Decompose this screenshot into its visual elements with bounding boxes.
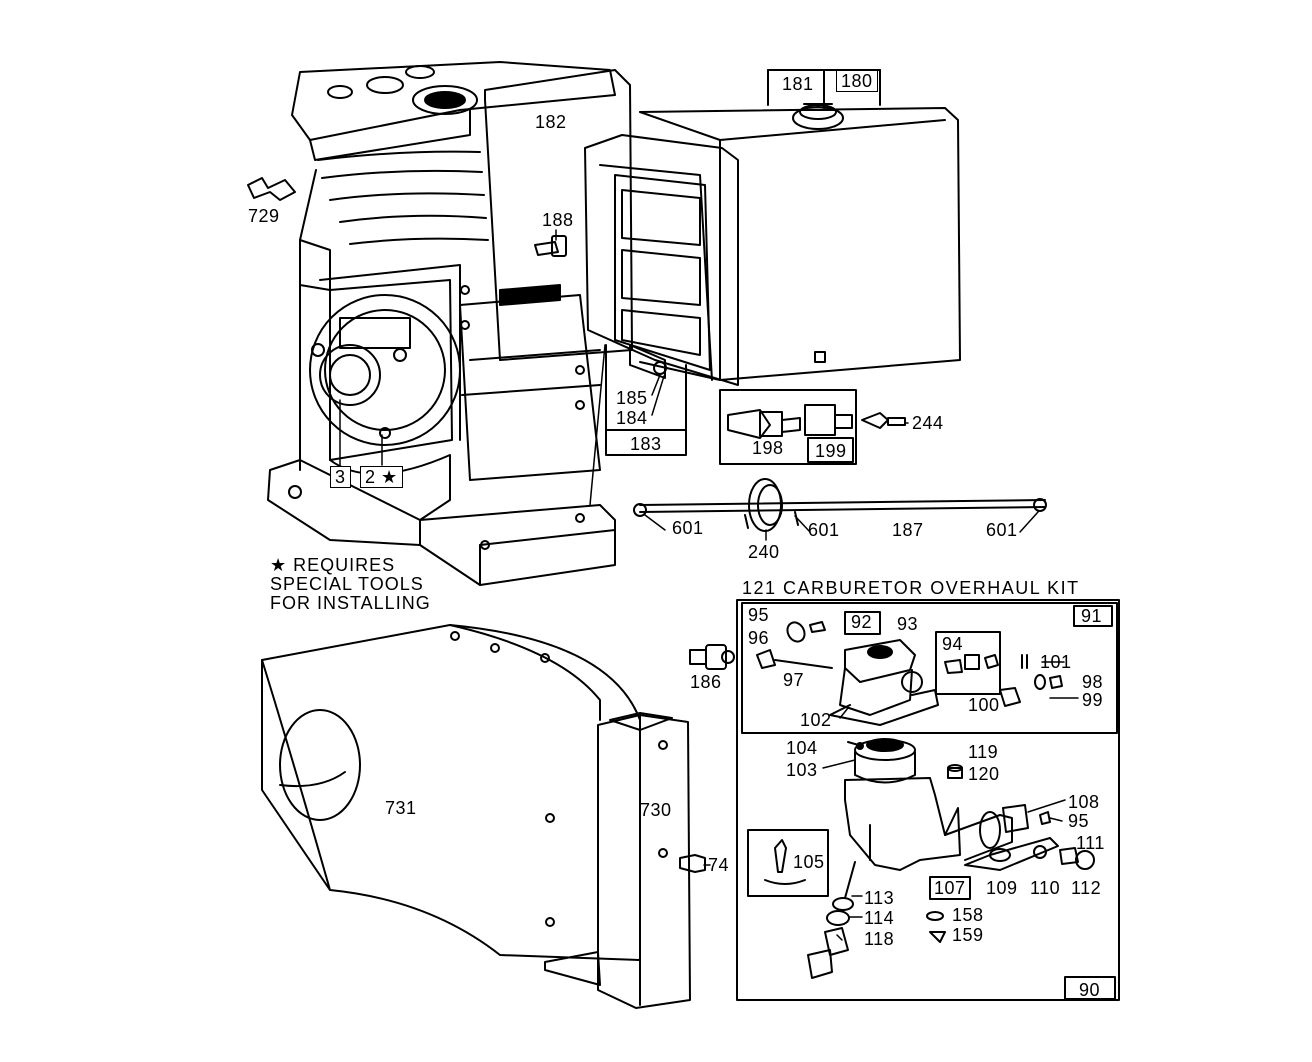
label-3: 3: [330, 466, 351, 488]
label-90: 90: [1079, 980, 1101, 1000]
label-159: 159: [952, 925, 984, 945]
label-92: 92: [851, 612, 873, 632]
label-109: 109: [986, 878, 1018, 898]
label-104: 104: [786, 738, 818, 758]
label-101: 101: [1040, 652, 1072, 672]
note-line-1: ★ REQUIRES: [270, 555, 396, 575]
label-188: 188: [542, 210, 574, 230]
air-cleaner-182: [585, 135, 738, 455]
label-93: 93: [897, 614, 919, 634]
label-182: 182: [535, 112, 567, 132]
label-111: 111: [1076, 833, 1105, 853]
label-119: 119: [968, 742, 999, 762]
label-108: 108: [1068, 792, 1100, 812]
label-100: 100: [968, 695, 1000, 715]
label-120: 120: [968, 764, 1000, 784]
special-tools-note: ★ REQUIRES SPECIAL TOOLS FOR INSTALLING: [270, 556, 431, 613]
label-98: 98: [1082, 672, 1104, 692]
label-601-middle: 601: [808, 520, 840, 540]
label-113: 113: [864, 888, 895, 908]
label-240: 240: [748, 542, 780, 562]
label-198: 198: [752, 438, 784, 458]
label-181: 181: [782, 74, 814, 94]
blower-housing-731: [262, 625, 640, 960]
label-99: 99: [1082, 690, 1104, 710]
label-185: 185: [616, 388, 648, 408]
label-158: 158: [952, 905, 984, 925]
label-74: 74: [708, 855, 730, 875]
label-94: 94: [942, 634, 964, 654]
bolt-part-188: [535, 236, 566, 256]
label-601-right: 601: [986, 520, 1018, 540]
label-112: 112: [1071, 878, 1102, 898]
label-244: 244: [912, 413, 944, 433]
label-95-upper: 95: [748, 605, 770, 625]
fuel-tank-180: [640, 70, 960, 380]
label-118: 118: [864, 929, 895, 949]
fitting-part-186: [690, 645, 734, 669]
label-103: 103: [786, 760, 818, 780]
carburetor-kit-title: 121 CARBURETOR OVERHAUL KIT: [742, 578, 1080, 598]
fuel-valve-assembly: [720, 390, 905, 464]
mounting-bracket-730: [545, 713, 705, 1008]
label-2-special-tool: 2 ★: [360, 466, 403, 488]
label-105: 105: [793, 852, 825, 872]
label-180: 180: [836, 70, 878, 92]
note-line-2: SPECIAL TOOLS: [270, 574, 424, 594]
label-601-left: 601: [672, 518, 704, 538]
label-184: 184: [616, 408, 648, 428]
label-102: 102: [800, 710, 832, 730]
fuel-line-assembly: [634, 479, 1046, 531]
label-114: 114: [864, 908, 895, 928]
clip-part-729: [248, 178, 295, 200]
engine-cylinder-block: [268, 62, 632, 585]
label-110: 110: [1030, 878, 1061, 898]
label-107: 107: [934, 878, 966, 898]
carburetor-kit-frame-90: [737, 600, 1119, 1000]
label-183: 183: [630, 434, 662, 454]
label-96: 96: [748, 628, 770, 648]
note-line-3: FOR INSTALLING: [270, 593, 431, 613]
carburetor-body: [748, 739, 1094, 978]
label-731: 731: [385, 798, 417, 818]
label-730: 730: [640, 800, 672, 820]
label-729: 729: [248, 206, 280, 226]
label-97: 97: [783, 670, 805, 690]
label-91: 91: [1081, 606, 1103, 626]
carburetor-upper-parts: [757, 612, 1062, 725]
label-187: 187: [892, 520, 924, 540]
leader-lines: [340, 230, 1078, 940]
label-95-lower: 95: [1068, 811, 1090, 831]
label-186: 186: [690, 672, 722, 692]
label-199: 199: [815, 441, 847, 461]
